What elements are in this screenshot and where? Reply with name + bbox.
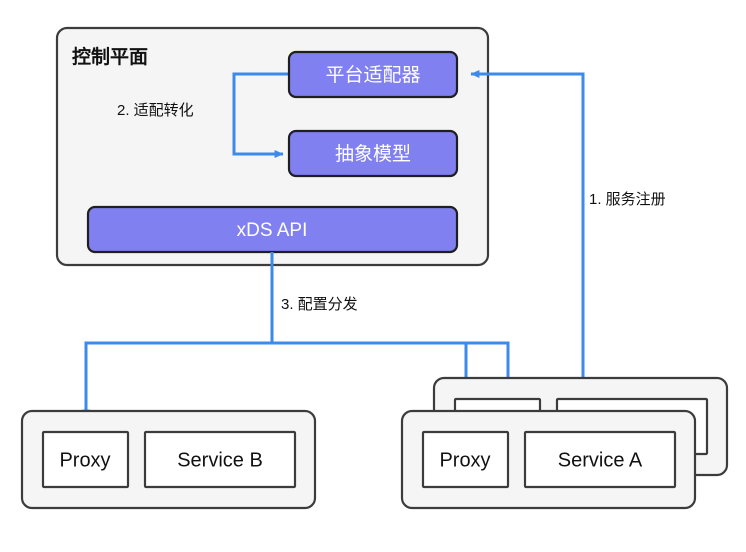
service-a-label: Service A — [558, 449, 643, 471]
flow-config-distribute-label: 3. 配置分发 — [281, 296, 358, 313]
abstract-model-box[interactable] — [287, 129, 459, 178]
workload-a-group[interactable]: Proxy Service A — [400, 376, 729, 510]
xds-api-node[interactable]: xDS API — [86, 205, 459, 254]
flow-service-register-label: 1. 服务注册 — [589, 191, 666, 208]
platform-adapter-node[interactable]: 平台适配器 — [287, 50, 459, 99]
service-a-box[interactable] — [523, 430, 677, 489]
flow-adapt-convert-label: 2. 适配转化 — [117, 102, 194, 119]
proxy-a-label: Proxy — [439, 449, 490, 471]
proxy-b-box[interactable] — [41, 430, 130, 489]
flow-config-branch-left — [82, 341, 272, 419]
proxy-a-box[interactable] — [421, 430, 510, 489]
proxy-b-label: Proxy — [59, 449, 110, 471]
flow-service-register-line — [470, 70, 585, 400]
service-b-label: Service B — [177, 449, 263, 471]
platform-adapter-label: 平台适配器 — [325, 64, 420, 86]
abstract-model-node[interactable]: 抽象模型 — [287, 129, 459, 178]
service-b-box[interactable] — [143, 430, 297, 489]
workload-b-group[interactable]: Proxy Service B — [20, 409, 317, 510]
xds-api-label: xDS API — [237, 220, 308, 241]
abstract-model-label: 抽象模型 — [335, 143, 411, 165]
workload-a-stack-front[interactable]: Proxy Service A — [400, 409, 697, 510]
platform-adapter-box[interactable] — [287, 50, 459, 99]
flow-adapt-convert-line — [232, 72, 289, 158]
control-plane-title: 控制平面 — [72, 45, 148, 68]
